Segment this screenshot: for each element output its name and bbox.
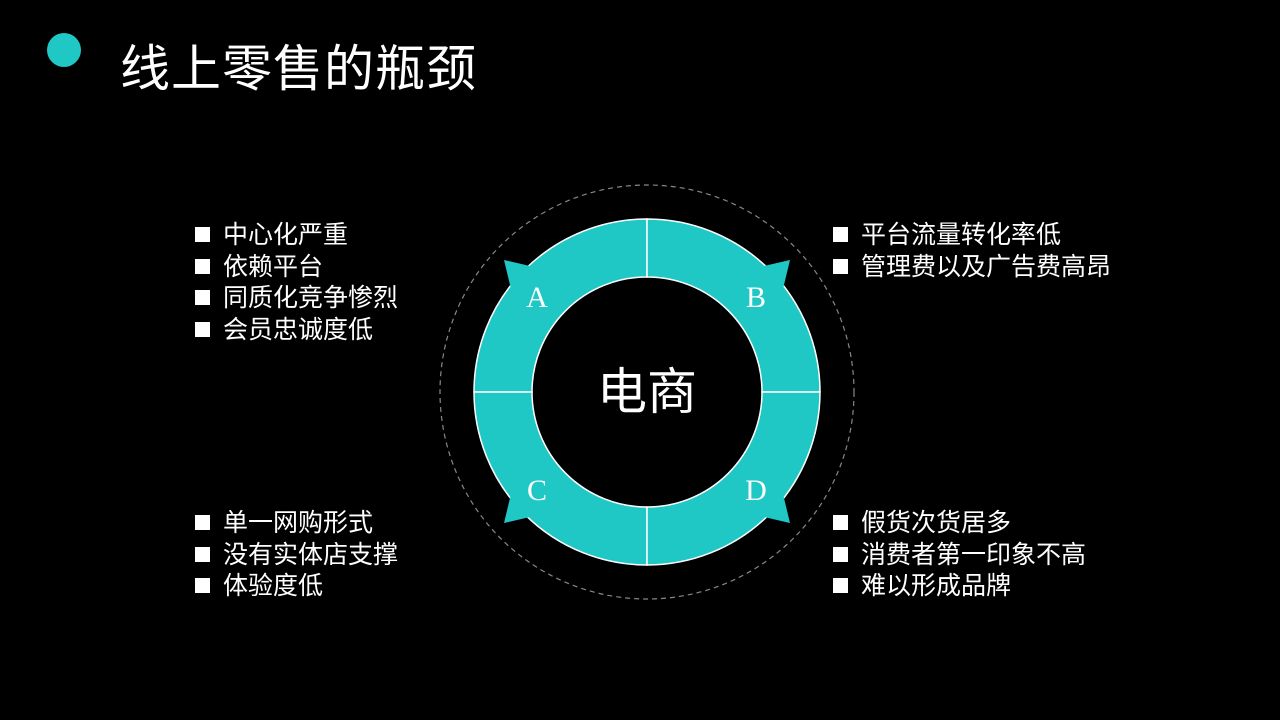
list-item: 同质化竞争惨烈 — [195, 282, 398, 314]
list-item: 没有实体店支撑 — [195, 539, 398, 571]
square-bullet-icon — [833, 546, 848, 562]
list-item: 中心化严重 — [195, 219, 398, 251]
arrow-a-icon — [504, 260, 530, 289]
arrow-d-icon — [764, 494, 790, 523]
segment-d[interactable] — [646, 391, 821, 566]
square-bullet-icon — [195, 546, 210, 562]
list-item: 难以形成品牌 — [833, 570, 1086, 602]
segment-label-c: C — [527, 474, 547, 507]
segment-label-a: A — [526, 281, 548, 314]
list-item-text: 会员忠诚度低 — [223, 314, 374, 344]
list-item: 依赖平台 — [195, 251, 398, 283]
arrow-b-icon — [764, 260, 790, 289]
list-item: 假货次货居多 — [833, 507, 1086, 539]
dashed-outer-ring — [439, 184, 855, 600]
page-title: 线上零售的瓶颈 — [120, 40, 477, 98]
list-item: 体验度低 — [195, 570, 398, 602]
list-bottom-left: 单一网购形式 没有实体店支撑 体验度低 — [195, 507, 398, 602]
square-bullet-icon — [833, 578, 848, 594]
list-item-text: 单一网购形式 — [223, 508, 374, 537]
list-item-text: 体验度低 — [223, 571, 324, 600]
square-bullet-icon — [195, 227, 210, 243]
list-item-text: 平台流量转化率低 — [861, 220, 1062, 249]
list-item-text: 同质化竞争惨烈 — [223, 283, 399, 312]
list-item: 平台流量转化率低 — [833, 219, 1111, 251]
list-item-text: 难以形成品牌 — [861, 571, 1012, 600]
square-bullet-icon — [195, 515, 210, 531]
list-bottom-right: 假货次货居多 消费者第一印象不高 难以形成品牌 — [833, 507, 1086, 602]
square-bullet-icon — [833, 515, 848, 531]
segment-label-b: B — [746, 281, 766, 314]
square-bullet-icon — [195, 321, 210, 337]
list-item-text: 管理费以及广告费高昂 — [861, 251, 1112, 281]
square-bullet-icon — [195, 290, 210, 306]
list-item-text: 假货次货居多 — [861, 508, 1012, 537]
list-item-text: 中心化严重 — [223, 220, 349, 249]
square-bullet-icon — [833, 258, 848, 274]
list-item: 管理费以及广告费高昂 — [833, 251, 1111, 283]
list-item: 会员忠诚度低 — [195, 314, 398, 346]
list-item: 消费者第一印象不高 — [833, 539, 1086, 571]
segment-label-d: D — [745, 474, 767, 507]
square-bullet-icon — [195, 578, 210, 594]
title-bullet-dot — [47, 33, 81, 67]
list-top-right: 平台流量转化率低 管理费以及广告费高昂 — [833, 219, 1111, 282]
center-label: 电商 — [597, 363, 697, 421]
list-item-text: 没有实体店支撑 — [223, 539, 399, 569]
arrow-c-icon — [504, 494, 530, 523]
list-top-left: 中心化严重 依赖平台 同质化竞争惨烈 会员忠诚度低 — [195, 219, 398, 345]
list-item-text: 消费者第一印象不高 — [861, 539, 1087, 569]
square-bullet-icon — [833, 227, 848, 243]
list-item-text: 依赖平台 — [223, 251, 324, 281]
square-bullet-icon — [195, 258, 210, 274]
list-item: 单一网购形式 — [195, 507, 398, 539]
